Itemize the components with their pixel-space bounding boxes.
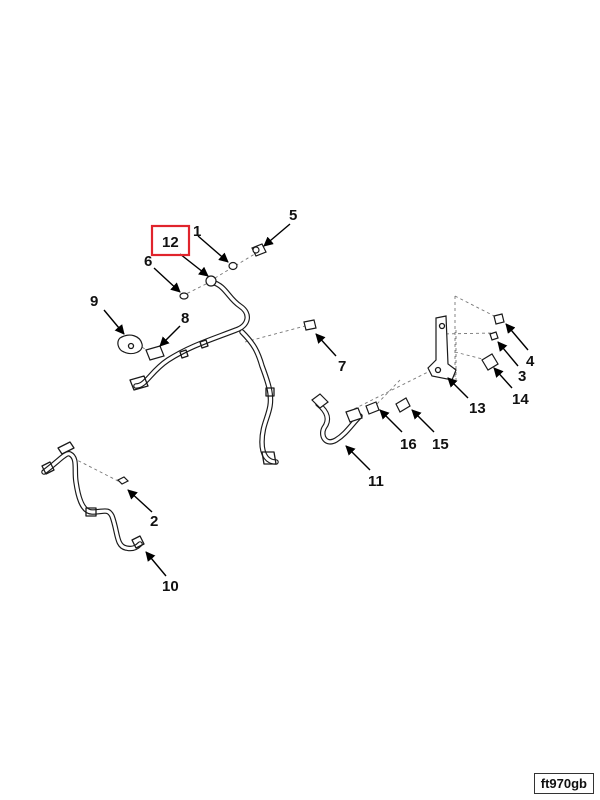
- washer-3: [489, 331, 499, 341]
- callout-15: 15: [432, 436, 449, 453]
- bolt-5: [251, 243, 267, 257]
- callout-5: 5: [289, 207, 297, 224]
- callouts: 1 5 12 6 9 8 7 2 10 11 16 15 13 4 3 14: [90, 207, 535, 595]
- spacer-14: [481, 353, 499, 371]
- callout-11: 11: [368, 473, 384, 490]
- fitting-7: [303, 319, 317, 331]
- bolt-4: [493, 313, 505, 325]
- callout-14: 14: [512, 391, 529, 408]
- tube-11: [311, 393, 363, 445]
- hose-assembly-12: [129, 275, 279, 465]
- fitting-2: [116, 476, 130, 485]
- callout-7: 7: [338, 358, 346, 375]
- connector-8: [145, 345, 165, 361]
- clamp-9: [117, 334, 143, 355]
- valve-15: [395, 397, 411, 413]
- callout-3: 3: [518, 368, 526, 385]
- callout-13: 13: [469, 400, 486, 417]
- callout-2: 2: [150, 513, 158, 530]
- callout-10: 10: [162, 578, 179, 595]
- callout-9: 9: [90, 293, 98, 310]
- seal-6: [179, 292, 189, 300]
- callout-12[interactable]: 12: [162, 234, 179, 251]
- callout-12-highlight-box: [150, 224, 191, 257]
- callout-16: 16: [400, 436, 417, 453]
- fitting-16: [365, 401, 380, 415]
- seal-1: [228, 261, 238, 271]
- callout-6: 6: [144, 253, 152, 270]
- leader-lines: [103, 223, 529, 577]
- callout-8: 8: [181, 310, 189, 327]
- bracket-13: [427, 315, 457, 381]
- hose-assembly-10: [41, 441, 145, 552]
- callout-4: 4: [526, 353, 535, 370]
- reference-code: ft970gb: [533, 773, 594, 794]
- assembly-dash-lines: [72, 251, 499, 484]
- callout-1: 1: [193, 223, 201, 240]
